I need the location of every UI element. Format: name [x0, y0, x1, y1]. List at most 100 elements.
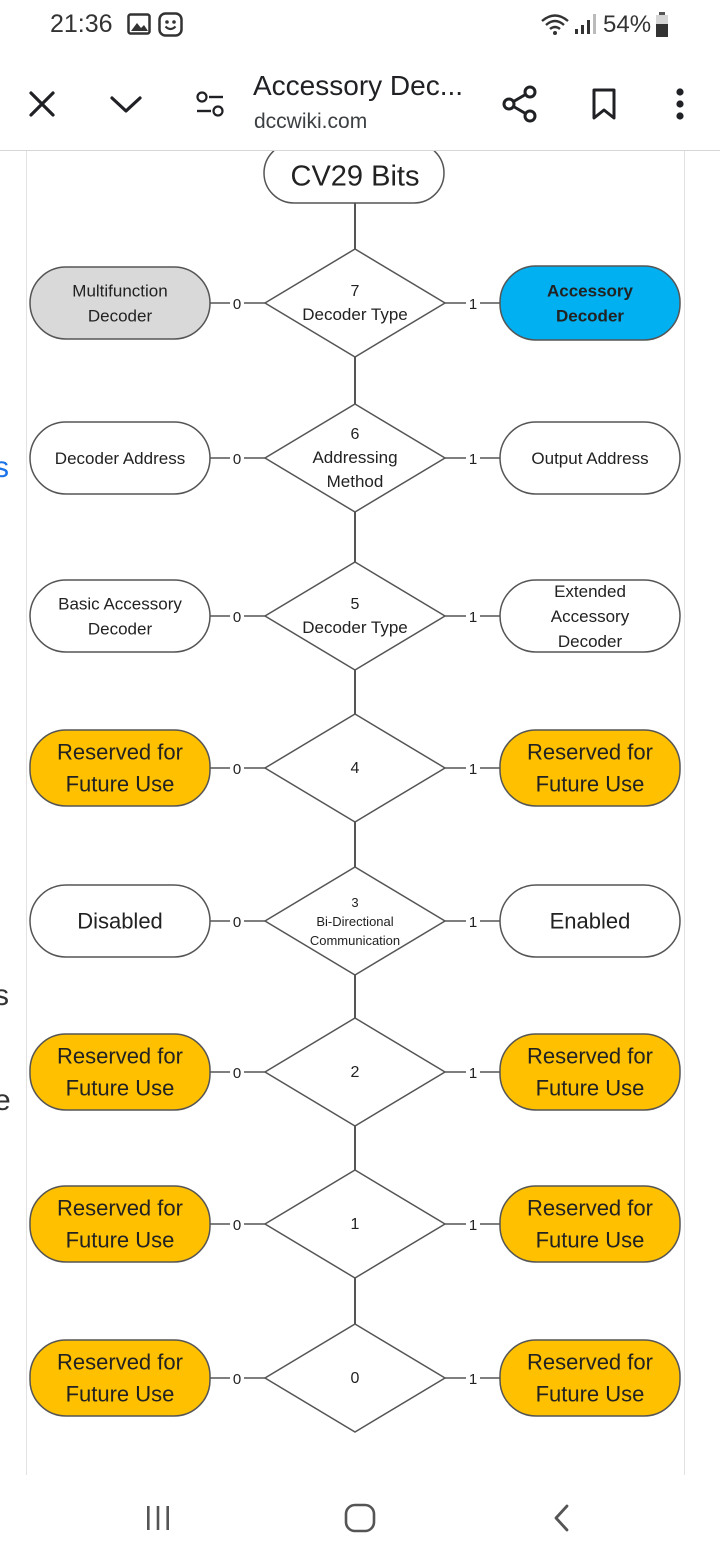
page-title: Accessory Dec...	[253, 70, 464, 101]
left-outcome-label: Future Use	[66, 1382, 175, 1407]
left-outcome-label: Reserved for	[57, 1350, 183, 1375]
decision-diamond-bit-2	[263, 1017, 447, 1127]
right-outcome-label: Future Use	[536, 1382, 645, 1407]
bit-name: Decoder Type	[302, 305, 408, 324]
share-button[interactable]	[496, 80, 544, 128]
right-outcome-label: Extended	[554, 582, 626, 601]
left-outcome-bit-3	[29, 884, 211, 958]
left-outcome-bit-6	[29, 421, 211, 495]
bit-name: Addressing	[312, 448, 397, 467]
left-outcome-label: Decoder Address	[55, 449, 185, 468]
bit-number: 0	[351, 1370, 360, 1387]
label-mask	[466, 759, 480, 777]
label-mask	[230, 1369, 244, 1387]
branch-label-one: 1	[469, 761, 477, 778]
close-button[interactable]	[22, 84, 62, 124]
bookmark-button[interactable]	[582, 82, 626, 126]
branch-label-one: 1	[469, 296, 477, 313]
left-outcome-label: Reserved for	[57, 1044, 183, 1069]
decision-diamond-bit-0	[263, 1323, 447, 1433]
label-mask	[230, 449, 244, 467]
right-outcome-label: Decoder	[558, 632, 623, 651]
bit-name: Communication	[310, 933, 400, 948]
image-frame-left	[26, 151, 27, 1476]
label-mask	[230, 1063, 244, 1081]
more-options-button[interactable]	[660, 82, 700, 126]
right-outcome-bit-0	[499, 1339, 681, 1417]
branch-label-one: 1	[469, 1371, 477, 1388]
chevron-down-icon	[110, 96, 142, 113]
bit-name: Method	[327, 472, 384, 491]
decision-diamond-bit-5	[263, 561, 447, 671]
battery-percent: 54%	[603, 11, 652, 38]
right-outcome-label: Enabled	[550, 909, 631, 934]
label-mask	[466, 1369, 480, 1387]
bit-number: 1	[351, 1216, 360, 1233]
label-mask	[466, 449, 480, 467]
decision-diamond-bit-1	[263, 1169, 447, 1279]
branch-label-one: 1	[469, 1217, 477, 1234]
left-outcome-bit-2	[29, 1033, 211, 1111]
recents-button[interactable]	[130, 1495, 186, 1541]
signal-icon	[575, 14, 596, 34]
left-outcome-bit-5	[29, 579, 211, 653]
label-mask	[230, 1215, 244, 1233]
back-button[interactable]	[534, 1495, 590, 1541]
more-icon	[676, 88, 684, 120]
edge-text: e	[0, 1084, 11, 1118]
page-settings-button[interactable]	[190, 84, 230, 124]
label-mask	[230, 607, 244, 625]
edge-text: s	[0, 979, 9, 1013]
left-outcome-bit-4	[29, 729, 211, 807]
branch-label-zero: 0	[233, 914, 241, 931]
left-outcome-label: Multifunction	[72, 281, 167, 300]
recents-icon	[147, 1506, 169, 1530]
branch-label-one: 1	[469, 451, 477, 468]
right-outcome-label: Decoder	[556, 306, 624, 325]
right-outcome-bit-7	[499, 265, 681, 341]
left-outcome-label: Decoder	[88, 619, 153, 638]
bit-number: 2	[351, 1064, 360, 1081]
branch-label-one: 1	[469, 1065, 477, 1082]
diagram-title: CV29 Bits	[291, 161, 420, 193]
right-outcome-label: Reserved for	[527, 1196, 653, 1221]
left-outcome-bit-7	[29, 266, 211, 340]
right-outcome-bit-4	[499, 729, 681, 807]
bit-number: 4	[351, 760, 360, 777]
bit-number: 5	[351, 596, 360, 613]
right-outcome-bit-5	[499, 579, 681, 653]
branch-label-one: 1	[469, 914, 477, 931]
branch-label-zero: 0	[233, 451, 241, 468]
wifi-icon	[541, 14, 569, 35]
label-mask	[466, 912, 480, 930]
status-time: 21:36	[50, 10, 113, 38]
left-outcome-label: Future Use	[66, 1076, 175, 1101]
browser-toolbar	[0, 52, 720, 150]
right-outcome-bit-3	[499, 884, 681, 958]
branch-label-zero: 0	[233, 609, 241, 626]
bit-name: Bi-Directional	[316, 914, 393, 929]
right-outcome-label: Accessory	[551, 607, 630, 626]
back-icon	[554, 1504, 569, 1532]
decision-diamond-bit-3	[263, 866, 447, 976]
branch-label-zero: 0	[233, 1217, 241, 1234]
left-outcome-label: Future Use	[66, 772, 175, 797]
home-icon	[344, 1503, 376, 1533]
bookmark-icon	[592, 88, 616, 120]
home-button[interactable]	[332, 1495, 388, 1541]
right-outcome-label: Future Use	[536, 772, 645, 797]
right-outcome-label: Accessory	[547, 281, 634, 300]
decision-diamond-bit-7	[263, 248, 447, 358]
label-mask	[230, 759, 244, 777]
collapse-button[interactable]	[104, 84, 148, 124]
label-mask	[466, 1215, 480, 1233]
branch-label-one: 1	[469, 609, 477, 626]
branch-label-zero: 0	[233, 1065, 241, 1082]
right-outcome-label: Reserved for	[527, 1044, 653, 1069]
bit-number: 7	[351, 283, 360, 300]
gallery-icon	[127, 13, 151, 35]
left-outcome-label: Basic Accessory	[58, 594, 182, 613]
right-outcome-label: Reserved for	[527, 1350, 653, 1375]
